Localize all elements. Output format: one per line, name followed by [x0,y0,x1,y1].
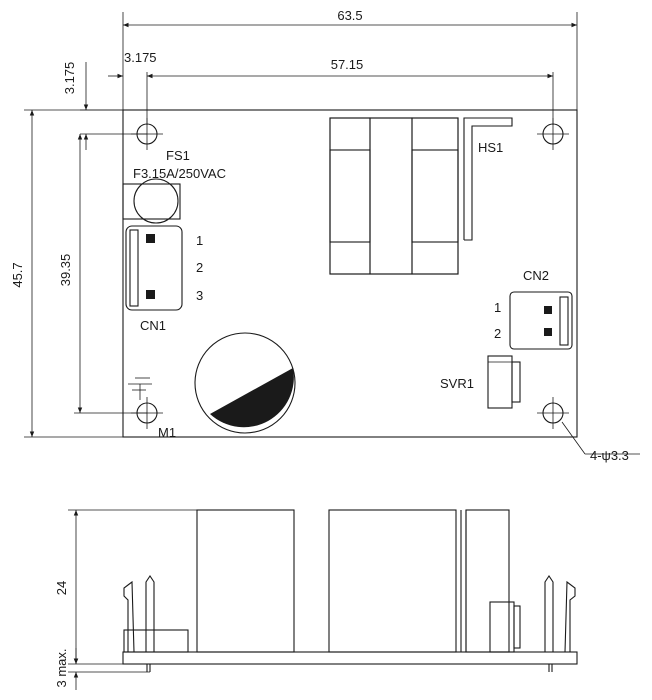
pcb-outline [122,109,578,438]
svg-text:2: 2 [494,326,501,341]
transformer [329,117,459,275]
connector-cn2: CN2 1 2 [494,268,573,350]
svg-text:39.35: 39.35 [58,254,73,287]
svg-text:63.5: 63.5 [337,8,362,23]
dim-hole-offset-y: 3.175 [62,62,147,150]
mounting-hole-top-left [131,118,163,150]
svg-text:CN2: CN2 [523,268,549,283]
electrolytic-capacitor [194,332,296,434]
svg-text:FS1: FS1 [166,148,190,163]
side-cn1 [123,575,189,653]
svg-text:3.175: 3.175 [124,50,157,65]
dim-lead-length: 3 max. [54,648,150,690]
mounting-hole-bottom-left [131,397,163,429]
dim-hole-pitch-y: 39.35 [58,134,147,414]
side-heatsink [460,509,510,653]
svg-text:2: 2 [196,260,203,275]
svg-text:1: 1 [494,300,501,315]
svg-text:45.7: 45.7 [10,262,25,287]
svg-text:3.175: 3.175 [62,62,77,95]
svg-text:HS1: HS1 [478,140,503,155]
svg-text:CN1: CN1 [140,318,166,333]
trimmer-svr1: SVR1 [440,355,521,409]
svg-text:57.15: 57.15 [331,57,364,72]
connector-cn1: 1 2 3 CN1 [125,225,203,333]
dim-component-height: 24 [54,509,197,665]
svg-text:F3.15A/250VAC: F3.15A/250VAC [133,166,226,181]
dim-overall-height: 45.7 [10,109,123,438]
m1-label: M1 [158,425,176,440]
side-view: 24 3 max. [54,509,578,690]
ground-symbol [128,377,152,400]
svg-text:1: 1 [196,233,203,248]
svg-text:SVR1: SVR1 [440,376,474,391]
side-cn2 [544,575,576,653]
svg-text:24: 24 [54,581,69,595]
svg-text:4-ψ3.3: 4-ψ3.3 [590,448,629,463]
mounting-hole-bottom-right [537,397,569,429]
side-pcb [122,651,578,665]
mounting-hole-top-right [537,118,569,150]
fuse-fs1: FS1 F3.15A/250VAC [122,148,226,224]
side-transformer-body [328,509,457,653]
hole-spec-callout: 4-ψ3.3 [561,421,640,463]
dim-overall-width: 63.5 [123,8,577,28]
top-view: 63.5 57.15 3.175 3.175 45.7 [10,8,640,463]
svg-text:3 max.: 3 max. [54,648,69,687]
side-cap-body [196,509,295,653]
heatsink-hs1: HS1 [463,117,513,241]
dim-hole-offset-x: 3.175 [108,50,157,79]
svg-text:3: 3 [196,288,203,303]
side-svr1 [489,601,521,653]
dim-hole-pitch-x: 57.15 [147,57,553,79]
